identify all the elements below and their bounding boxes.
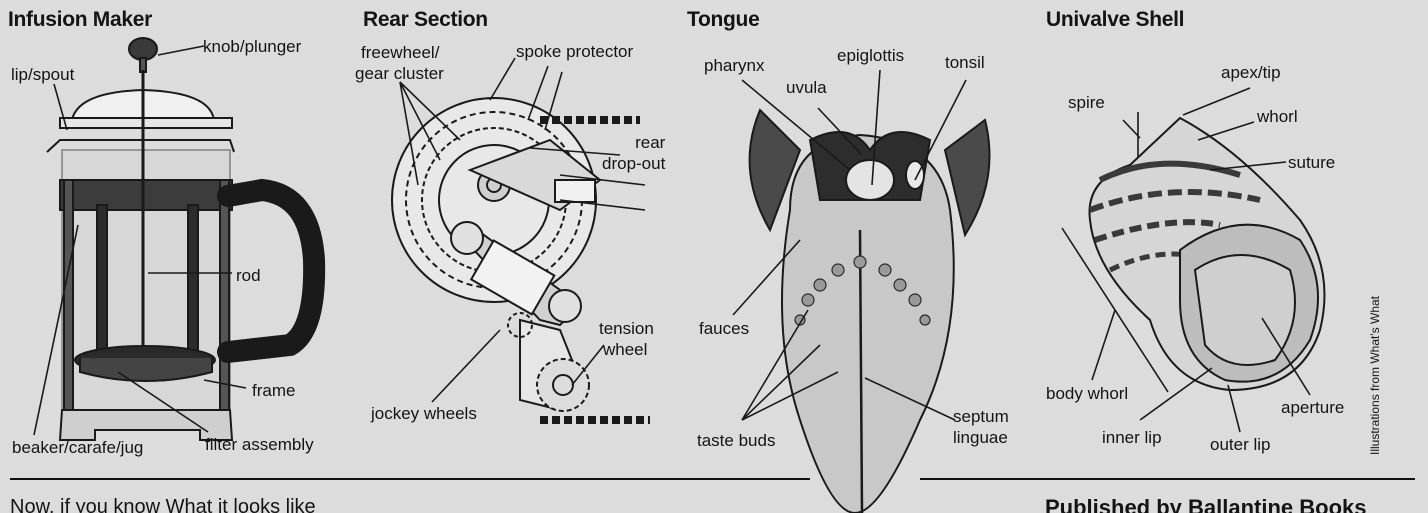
footer-tagline: Now, if you know What it looks like <box>10 496 316 513</box>
label-outer-lip: outer lip <box>1210 435 1270 454</box>
label-septum-linguae: septum linguae <box>953 406 1009 448</box>
label-dropout-line2: drop-out <box>602 153 665 174</box>
rear-section-title: Rear Section <box>363 8 488 32</box>
label-dropout-line1: rear <box>622 132 665 153</box>
footer-publisher: Published by Ballantine Books <box>1045 495 1367 513</box>
label-rod: rod <box>236 266 261 285</box>
label-pharynx: pharynx <box>704 56 764 75</box>
label-lip-spout: lip/spout <box>11 65 74 84</box>
label-rear-drop-out: rear drop-out <box>602 132 665 174</box>
label-aperture: aperture <box>1281 398 1344 417</box>
label-tension-line2: wheel <box>603 339 654 360</box>
label-whorl: whorl <box>1257 107 1298 126</box>
label-inner-lip: inner lip <box>1102 428 1162 447</box>
label-septum-line2: linguae <box>953 427 1009 448</box>
label-fauces: fauces <box>699 319 749 338</box>
label-freewheel: freewheel/ gear cluster <box>361 42 444 84</box>
label-suture: suture <box>1288 153 1335 172</box>
label-filter-assembly: filter assembly <box>205 435 314 454</box>
label-spire: spire <box>1068 93 1105 112</box>
rear-section-drawing <box>392 58 650 420</box>
label-uvula: uvula <box>786 78 827 97</box>
shell-drawing <box>1062 88 1325 432</box>
label-tonsil: tonsil <box>945 53 985 72</box>
infusion-maker-title: Infusion Maker <box>8 8 152 32</box>
label-taste-buds: taste buds <box>697 431 775 450</box>
label-freewheel-line1: freewheel/ <box>361 42 444 63</box>
label-frame: frame <box>252 381 295 400</box>
illustration-credit: Illustrations from What's What <box>1368 255 1382 455</box>
label-beaker-carafe-jug: beaker/carafe/jug <box>12 438 143 457</box>
label-freewheel-line2: gear cluster <box>355 63 444 84</box>
label-apex-tip: apex/tip <box>1221 63 1281 82</box>
label-knob-plunger: knob/plunger <box>203 37 301 56</box>
univalve-shell-title: Univalve Shell <box>1046 8 1184 32</box>
tongue-title: Tongue <box>687 8 759 32</box>
label-jockey-wheels: jockey wheels <box>371 404 477 423</box>
label-septum-line1: septum <box>953 406 1009 427</box>
infusion-maker-drawing <box>34 38 314 440</box>
label-spoke-protector: spoke protector <box>516 42 633 61</box>
label-epiglottis: epiglottis <box>837 46 904 65</box>
label-tension-line1: tension <box>599 318 654 339</box>
label-tension-wheel: tension wheel <box>599 318 654 360</box>
label-body-whorl: body whorl <box>1046 384 1128 403</box>
